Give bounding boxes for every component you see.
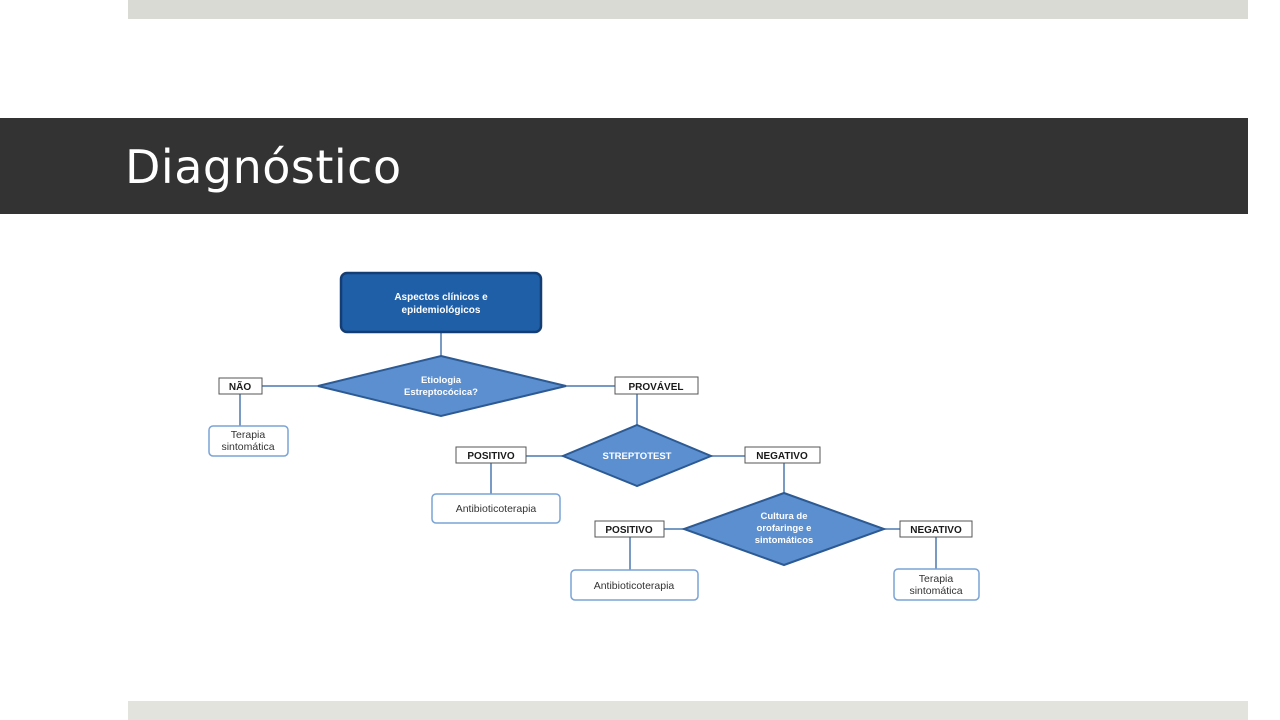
label-nao: NÃO: [218, 377, 263, 395]
decision-streptotest: STREPTOTEST: [560, 423, 714, 488]
decision-cultura-line-3: sintomáticos: [755, 535, 814, 546]
decision-cultura: Cultura de orofaringe e sintomáticos: [681, 491, 887, 567]
svg-text:POSITIVO: POSITIVO: [467, 451, 514, 462]
label-provavel: PROVÁVEL: [614, 376, 699, 395]
svg-text:PROVÁVEL: PROVÁVEL: [628, 380, 683, 393]
decision-etiologia-line-1: Etiologia: [421, 375, 462, 386]
decision-cultura-line-1: Cultura de: [761, 511, 808, 522]
title-band: [0, 118, 1248, 214]
decision-cultura-line-2: orofaringe e: [757, 523, 812, 534]
outcome-antibioticoterapia-1: Antibioticoterapia: [431, 493, 561, 524]
label-negativo-1: NEGATIVO: [744, 446, 821, 464]
svg-text:sintomática: sintomática: [221, 441, 274, 453]
label-negativo-2: NEGATIVO: [899, 520, 973, 538]
outcome-antibioticoterapia-2: Antibioticoterapia: [570, 569, 699, 601]
svg-text:Antibioticoterapia: Antibioticoterapia: [594, 580, 675, 592]
decision-streptotest-label: STREPTOTEST: [603, 451, 672, 462]
start-line-2: epidemiológicos: [402, 305, 481, 316]
decision-etiologia: Etiologia Estreptocócica?: [317, 354, 567, 418]
svg-text:NEGATIVO: NEGATIVO: [910, 525, 962, 536]
bottom-accent-bar: [128, 701, 1248, 720]
svg-text:Antibioticoterapia: Antibioticoterapia: [456, 503, 537, 515]
label-positivo-2: POSITIVO: [594, 520, 665, 538]
outcome-terapia-sintomatica-2: Terapia sintomática: [893, 568, 980, 601]
start-line-1: Aspectos clínicos e: [394, 292, 488, 303]
outcome-terapia-sintomatica-1: Terapia sintomática: [208, 425, 289, 457]
svg-text:NÃO: NÃO: [229, 380, 251, 393]
label-positivo-1: POSITIVO: [455, 446, 527, 464]
svg-text:NEGATIVO: NEGATIVO: [756, 451, 808, 462]
svg-text:Terapia: Terapia: [919, 573, 954, 585]
top-accent-bar: [128, 0, 1248, 19]
start-box: Aspectos clínicos e epidemiológicos: [339, 271, 543, 334]
svg-text:POSITIVO: POSITIVO: [605, 525, 652, 536]
decision-etiologia-line-2: Estreptocócica?: [404, 387, 478, 398]
svg-text:Terapia: Terapia: [231, 429, 266, 441]
svg-text:sintomática: sintomática: [909, 585, 962, 597]
slide-title: Diagnóstico: [125, 140, 402, 194]
connectors: [239, 332, 937, 570]
